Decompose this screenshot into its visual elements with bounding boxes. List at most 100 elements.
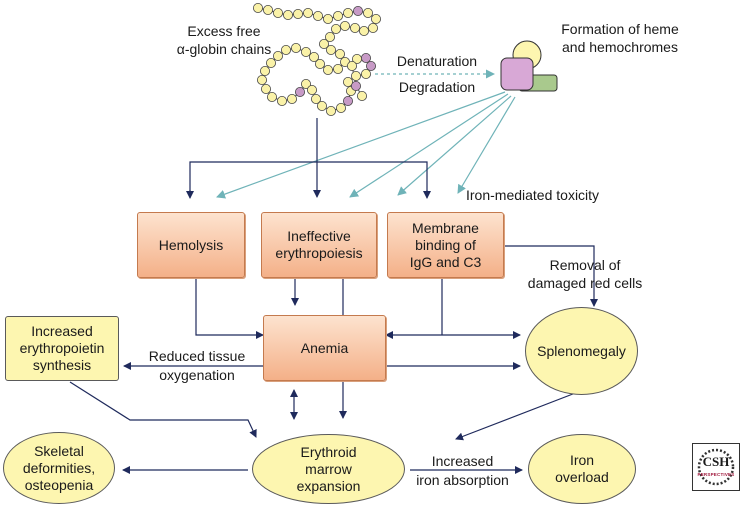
absorption-label-line2: iron absorption bbox=[416, 472, 509, 488]
globin-bead bbox=[346, 61, 357, 72]
globin-bead bbox=[312, 10, 323, 21]
logo-perspectives-text: PERSPECTIVES bbox=[697, 472, 735, 477]
heme-label-line1: Formation of heme bbox=[561, 21, 679, 37]
globin-bead bbox=[351, 54, 362, 65]
globin-bead bbox=[339, 20, 350, 31]
globin-bead bbox=[272, 7, 283, 18]
globin-bead bbox=[302, 7, 313, 18]
globin-bead bbox=[266, 92, 277, 103]
globin-bead bbox=[282, 9, 293, 20]
globin-bead bbox=[360, 69, 371, 80]
iron-label-line2: overload bbox=[555, 469, 609, 485]
membrane-label-line2: binding of bbox=[415, 236, 476, 253]
reduced-oxygenation-line2: oxygenation bbox=[159, 367, 235, 383]
marrow-label-line1: Erythroid bbox=[300, 443, 357, 460]
globin-label-line2: α-globin chains bbox=[176, 41, 272, 57]
globin-bead bbox=[342, 96, 353, 107]
membrane-binding-box: Membrane binding of IgG and C3 bbox=[387, 212, 504, 278]
globin-bead bbox=[262, 5, 273, 15]
globin-bead bbox=[252, 3, 263, 13]
globin-bead bbox=[352, 6, 363, 16]
skeletal-label-line3: osteopenia bbox=[24, 476, 94, 493]
globin-bead bbox=[349, 22, 360, 33]
ineffective-label-line1: Ineffective bbox=[287, 228, 351, 244]
epo-label-line1: Increased bbox=[31, 323, 93, 339]
logo-csh-text: CSH bbox=[702, 454, 730, 469]
globin-bead bbox=[365, 61, 376, 72]
globin-bead bbox=[322, 13, 333, 24]
csh-perspectives-logo: CSH PERSPECTIVES bbox=[692, 443, 740, 491]
ineffective-label-line2: erythropoiesis bbox=[275, 245, 363, 261]
globin-bead bbox=[260, 84, 271, 95]
skeletal-label-line1: Skeletal bbox=[34, 442, 84, 459]
heme-label-line2: and hemochromes bbox=[562, 39, 678, 55]
epo-label-line2: erythropoietin bbox=[19, 340, 105, 356]
globin-bead bbox=[356, 91, 367, 102]
globin-bead bbox=[334, 49, 345, 60]
denaturation-label: Denaturation bbox=[396, 53, 478, 69]
globin-bead bbox=[318, 39, 329, 50]
globin-bead bbox=[256, 75, 267, 86]
globin-bead bbox=[362, 7, 373, 18]
globin-bead bbox=[308, 52, 319, 63]
globin-bead bbox=[350, 81, 361, 92]
skeletal-label-line2: deformities, bbox=[22, 459, 96, 476]
globin-bead bbox=[342, 7, 353, 18]
epo-label-line3: synthesis bbox=[32, 357, 92, 373]
globin-bead bbox=[332, 64, 343, 75]
globin-bead bbox=[314, 59, 325, 70]
globin-bead bbox=[325, 45, 336, 56]
dark-arrows bbox=[69, 118, 598, 474]
anemia-box: Anemia bbox=[263, 315, 386, 381]
globin-bead bbox=[330, 23, 341, 34]
removal-label-line1: Removal of bbox=[549, 257, 621, 273]
iron-overload-ellipse: Iron overload bbox=[528, 434, 636, 504]
globin-bead bbox=[335, 103, 346, 114]
splenomegaly-ellipse: Splenomegaly bbox=[525, 307, 638, 395]
skeletal-ellipse: Skeletal deformities, osteopenia bbox=[3, 432, 115, 504]
iron-toxicity-label: Iron-mediated toxicity bbox=[466, 187, 600, 203]
absorption-label-line1: Increased bbox=[431, 453, 494, 469]
globin-bead bbox=[292, 8, 303, 19]
globin-bead bbox=[324, 32, 335, 43]
membrane-label-line3: IgG and C3 bbox=[409, 253, 482, 270]
degradation-label: Degradation bbox=[398, 79, 476, 95]
heme-hemochrome-icon bbox=[500, 40, 558, 92]
hemolysis-label: Hemolysis bbox=[158, 236, 224, 253]
epo-synthesis-box: Increased erythropoietin synthesis bbox=[5, 316, 119, 381]
logo-ring-icon bbox=[697, 448, 735, 486]
erythroid-marrow-ellipse: Erythroid marrow expansion bbox=[252, 434, 405, 504]
ineffective-erythropoiesis-box: Ineffective erythropoiesis bbox=[261, 212, 377, 278]
globin-bead bbox=[300, 47, 311, 58]
globin-bead bbox=[316, 101, 327, 112]
globin-bead bbox=[294, 87, 305, 98]
globin-bead bbox=[370, 13, 381, 24]
globin-bead bbox=[306, 85, 317, 96]
globin-bead bbox=[300, 79, 311, 90]
globin-label-line1: Excess free bbox=[187, 23, 261, 39]
globin-bead bbox=[259, 66, 270, 77]
marrow-label-line3: expansion bbox=[296, 477, 361, 494]
globin-bead bbox=[276, 96, 287, 107]
globin-bead bbox=[280, 45, 291, 56]
splenomegaly-label: Splenomegaly bbox=[537, 342, 626, 359]
iron-label-line1: Iron bbox=[569, 452, 595, 468]
hemolysis-box: Hemolysis bbox=[137, 212, 245, 278]
globin-bead bbox=[265, 58, 276, 69]
reduced-oxygenation-line1: Reduced tissue bbox=[148, 348, 246, 364]
globin-bead bbox=[332, 10, 343, 21]
membrane-label-line1: Membrane bbox=[412, 219, 479, 236]
globin-bead bbox=[342, 77, 353, 88]
marrow-label-line2: marrow bbox=[305, 460, 352, 477]
anemia-label: Anemia bbox=[300, 339, 349, 356]
globin-bead bbox=[322, 65, 333, 76]
removal-label-line2: damaged red cells bbox=[527, 275, 643, 291]
globin-bead bbox=[290, 43, 301, 54]
teal-toxicity-arrows bbox=[216, 91, 516, 199]
globin-chain bbox=[252, 3, 381, 117]
globin-bead bbox=[286, 94, 297, 105]
globin-bead bbox=[272, 51, 283, 62]
globin-bead bbox=[360, 53, 371, 64]
